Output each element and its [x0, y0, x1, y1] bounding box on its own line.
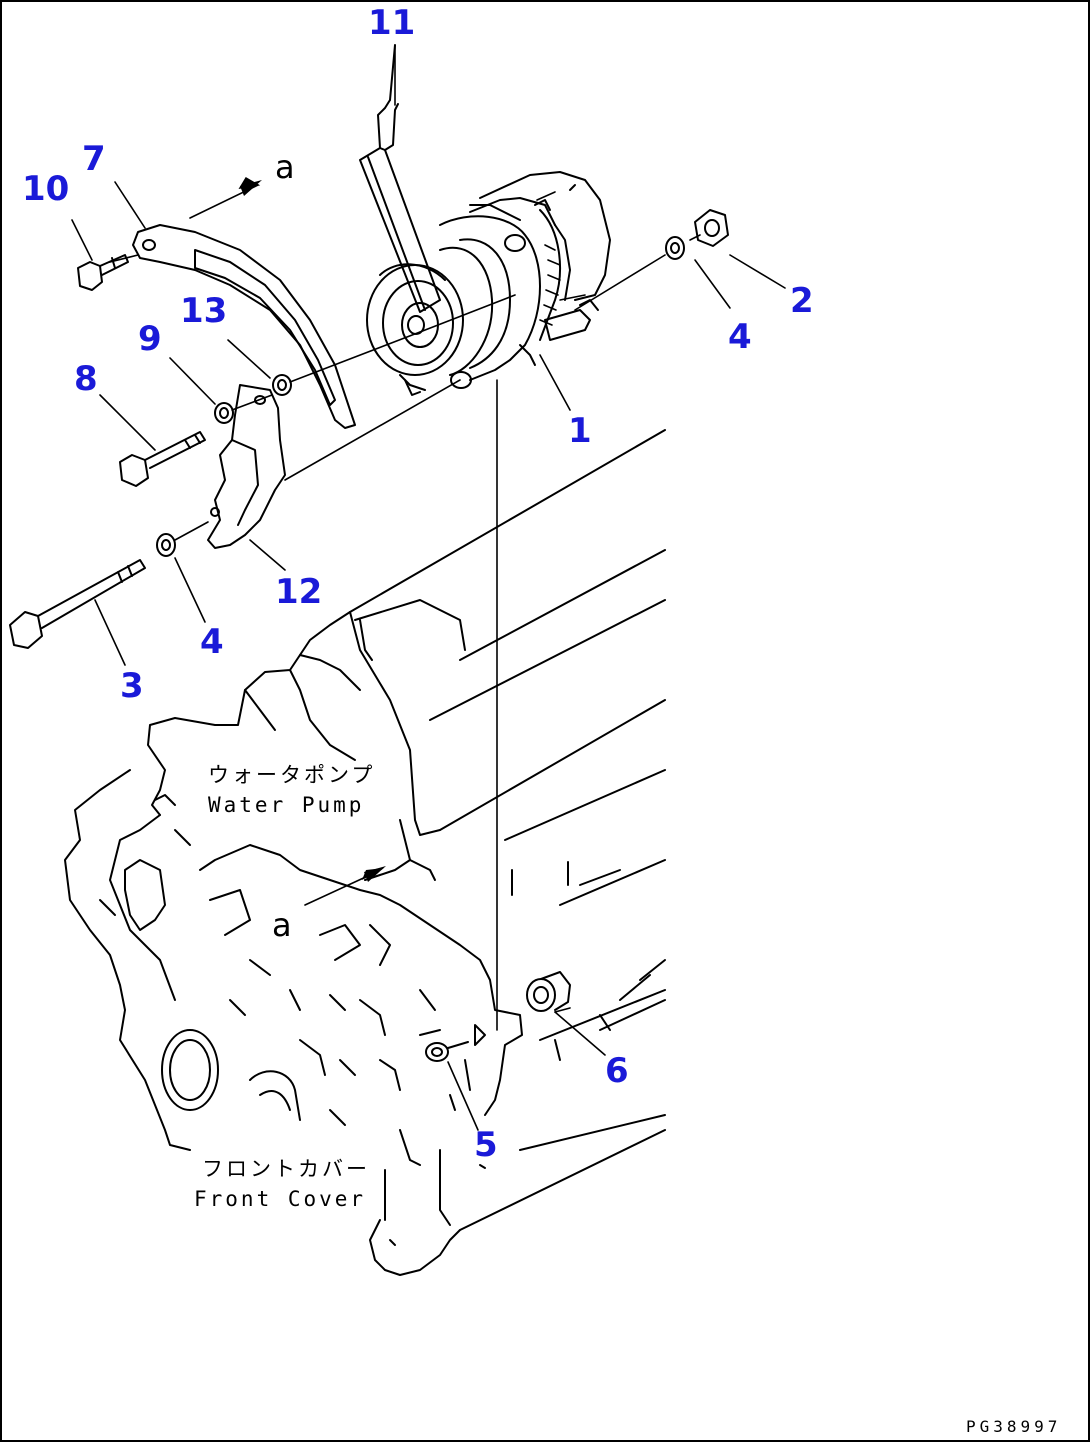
reference-a-bottom: a — [272, 906, 292, 944]
part-number-6: 6 — [605, 1051, 629, 1091]
reference-arrows — [238, 176, 386, 882]
part-numbers: 11 7 10 13 9 8 2 4 1 12 4 3 6 5 — [22, 3, 814, 1165]
drawing-code: PG38997 — [966, 1417, 1061, 1436]
part-number-5: 5 — [474, 1125, 498, 1165]
leader-lines — [71, 44, 786, 1131]
engine-block-drawing — [64, 429, 666, 1276]
front-cover-label-jp: フロントカバー — [202, 1157, 370, 1181]
part-number-4-upper: 4 — [728, 317, 752, 357]
reference-a-top: a — [275, 148, 295, 186]
component-labels: a a ウォータポンプ Water Pump フロントカバー Front Cov… — [194, 148, 1061, 1436]
part-number-4-lower: 4 — [200, 622, 224, 662]
assembly-lines — [109, 191, 701, 1031]
part-number-3: 3 — [120, 666, 144, 706]
water-pump-label-jp: ウォータポンプ — [208, 763, 375, 787]
part-number-7: 7 — [82, 139, 106, 179]
part-number-8: 8 — [74, 359, 98, 399]
part-number-9: 9 — [138, 319, 162, 359]
v-belt-drawing — [359, 44, 441, 313]
part-number-11: 11 — [368, 3, 415, 43]
part-number-10: 10 — [22, 169, 69, 209]
part-number-12: 12 — [275, 572, 322, 612]
alternator-drawing — [366, 171, 611, 396]
bracket-drawing — [207, 384, 286, 549]
part-number-13: 13 — [180, 291, 227, 331]
part-number-1: 1 — [568, 411, 592, 451]
front-cover-label-en: Front Cover — [194, 1187, 366, 1211]
water-pump-label-en: Water Pump — [208, 793, 364, 817]
part-number-2: 2 — [790, 281, 814, 321]
adjusting-plate-drawing — [132, 224, 356, 429]
